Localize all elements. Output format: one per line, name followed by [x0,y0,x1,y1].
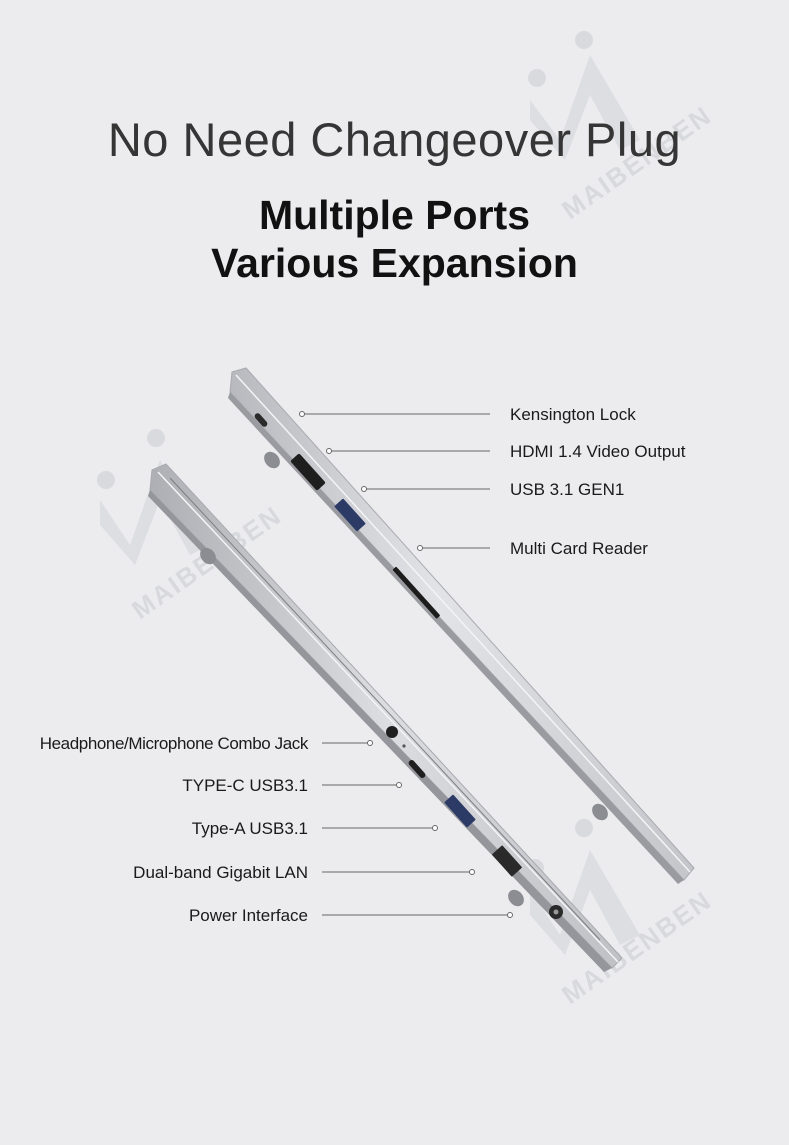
label-lan: Dual-band Gigabit LAN [133,863,308,882]
page-headline: No Need Changeover Plug [107,113,682,166]
label-kensington-lock: Kensington Lock [510,405,636,424]
usb-a-port-left [444,794,476,828]
label-power: Power Interface [188,906,308,925]
label-type-c: TYPE-C USB3.1 [182,776,308,795]
hdmi-port [290,453,326,491]
callouts-left [322,740,513,918]
label-card-reader: Multi Card Reader [510,539,648,558]
kensington-lock-port [254,413,268,427]
label-audio-jack: Headphone/Microphone Combo Jack [39,734,309,753]
usb-c-port [408,760,426,778]
label-type-a: Type-A USB3.1 [191,819,308,838]
label-usb31-gen1: USB 3.1 GEN1 [510,480,625,499]
callouts-right [299,411,490,551]
label-hdmi: HDMI 1.4 Video Output [510,442,686,461]
laptop-right-side [228,367,695,884]
lan-port [492,845,522,877]
laptop-left-side [148,463,623,972]
subheadline-line-1: Multiple Ports [258,192,531,238]
usb-a-port-right [334,498,366,532]
audio-jack-port [386,726,398,738]
card-reader-slot [392,566,440,619]
subheadline-line-2: Various Expansion [211,240,578,286]
